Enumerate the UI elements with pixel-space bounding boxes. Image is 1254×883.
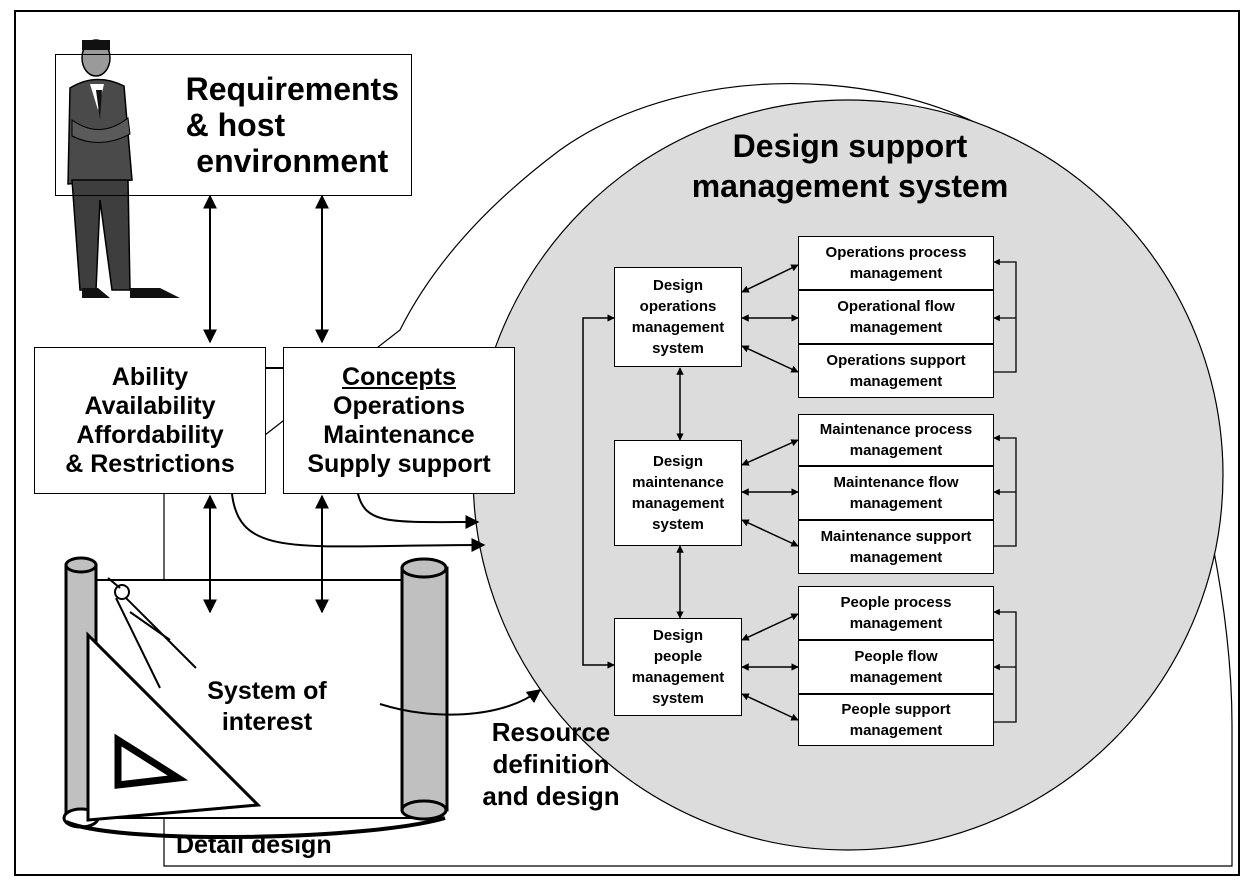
design-maint-line-3: management xyxy=(631,495,725,512)
requirements-line-2: & host xyxy=(185,107,286,143)
people-process-box: People process management xyxy=(798,586,994,640)
concepts-line-1: Operations xyxy=(333,391,465,420)
link-people-support xyxy=(741,693,799,721)
design-people-box: Design people management system xyxy=(614,618,742,716)
bracket-ops xyxy=(994,262,1017,373)
resource-line-2: definition xyxy=(492,749,610,779)
maintenance-process-box: Maintenance process management xyxy=(798,414,994,466)
resource-line-1: Resource xyxy=(491,717,611,747)
maintenance-support-box: Maintenance support management xyxy=(798,520,994,574)
maint-support-line-1: Maintenance support xyxy=(820,528,972,545)
system-of-interest-label: System of interest xyxy=(172,676,362,738)
ops-support-line-1: Operations support xyxy=(826,352,966,369)
figure-frame xyxy=(14,10,1240,876)
people-flow-line-1: People flow xyxy=(854,648,938,665)
people-process-line-1: People process xyxy=(840,594,952,611)
concepts-line-2: Maintenance xyxy=(323,420,475,449)
arrow-left-bus xyxy=(582,314,615,669)
design-people-line-1: Design xyxy=(652,627,703,644)
link-ops-support xyxy=(741,345,799,373)
design-people-line-4: system xyxy=(652,690,704,707)
people-support-line-1: People support xyxy=(841,701,951,718)
system-of-interest-line-1: System of xyxy=(207,677,327,705)
design-ops-line-2: operations xyxy=(639,298,717,315)
maint-support-line-2: management xyxy=(849,549,943,566)
diagram-title: Design support management system xyxy=(640,126,1060,206)
ops-support-line-2: management xyxy=(849,373,943,390)
link-people-process xyxy=(741,613,799,641)
maint-flow-line-2: management xyxy=(849,495,943,512)
design-maint-line-1: Design xyxy=(652,453,703,470)
ops-flow-line-2: management xyxy=(849,319,943,336)
design-ops-line-4: system xyxy=(652,340,704,357)
link-maint-process xyxy=(741,439,799,466)
operations-support-box: Operations support management xyxy=(798,344,994,398)
design-maint-line-2: maintenance xyxy=(632,474,724,491)
operations-process-box: Operations process management xyxy=(798,236,994,290)
arrow-system-circle xyxy=(379,689,542,716)
people-support-box: People support management xyxy=(798,694,994,746)
ability-line-4: & Restrictions xyxy=(65,449,235,478)
resource-definition-label: Resource definition and design xyxy=(456,716,646,812)
maint-process-line-1: Maintenance process xyxy=(819,421,973,438)
title-line-1: Design support xyxy=(732,128,968,164)
design-ops-line-3: management xyxy=(631,319,725,336)
design-people-line-2: people xyxy=(653,648,703,665)
concepts-line-3: Supply support xyxy=(307,449,491,478)
link-maint-support xyxy=(741,519,799,547)
design-people-line-3: management xyxy=(631,669,725,686)
ops-flow-line-1: Operational flow xyxy=(837,298,955,315)
ability-line-3: Affordability xyxy=(76,420,224,449)
design-maint-line-4: system xyxy=(652,516,704,533)
concepts-box: Concepts Operations Maintenance Supply s… xyxy=(283,347,515,494)
bracket-people xyxy=(994,612,1017,723)
ability-box: Ability Availability Affordability & Res… xyxy=(34,347,266,494)
businessman-figure-illustration xyxy=(67,39,180,298)
bracket-maint xyxy=(994,438,1017,547)
operational-flow-box: Operational flow management xyxy=(798,290,994,344)
link-ops-process xyxy=(741,264,799,293)
maintenance-flow-box: Maintenance flow management xyxy=(798,466,994,520)
people-flow-line-2: management xyxy=(849,669,943,686)
resource-line-3: and design xyxy=(482,781,620,811)
blueprint-scroll-illustration xyxy=(62,556,449,840)
concepts-heading: Concepts xyxy=(342,362,456,391)
title-line-2: management system xyxy=(691,168,1009,204)
design-operations-box: Design operations management system xyxy=(614,267,742,367)
requirements-line-1: Requirements xyxy=(185,71,399,107)
people-support-line-2: management xyxy=(849,722,943,739)
requirements-line-3: environment xyxy=(196,143,389,179)
ability-line-2: Availability xyxy=(84,391,216,420)
system-of-interest-line-2: interest xyxy=(221,708,313,736)
ability-line-1: Ability xyxy=(111,362,189,391)
design-ops-line-1: Design xyxy=(652,277,703,294)
detail-design-label: Detail design xyxy=(176,831,332,859)
ops-process-line-1: Operations process xyxy=(825,244,967,261)
requirements-box: Requirements & host environment xyxy=(55,54,412,196)
ops-process-line-2: management xyxy=(849,265,943,282)
arrow-concepts-circle xyxy=(357,493,480,530)
maint-process-line-2: management xyxy=(849,442,943,459)
people-flow-box: People flow management xyxy=(798,640,994,694)
arrow-ability-circle xyxy=(231,493,486,553)
maint-flow-line-1: Maintenance flow xyxy=(833,474,959,491)
design-maintenance-box: Design maintenance management system xyxy=(614,440,742,546)
people-process-line-2: management xyxy=(849,615,943,632)
